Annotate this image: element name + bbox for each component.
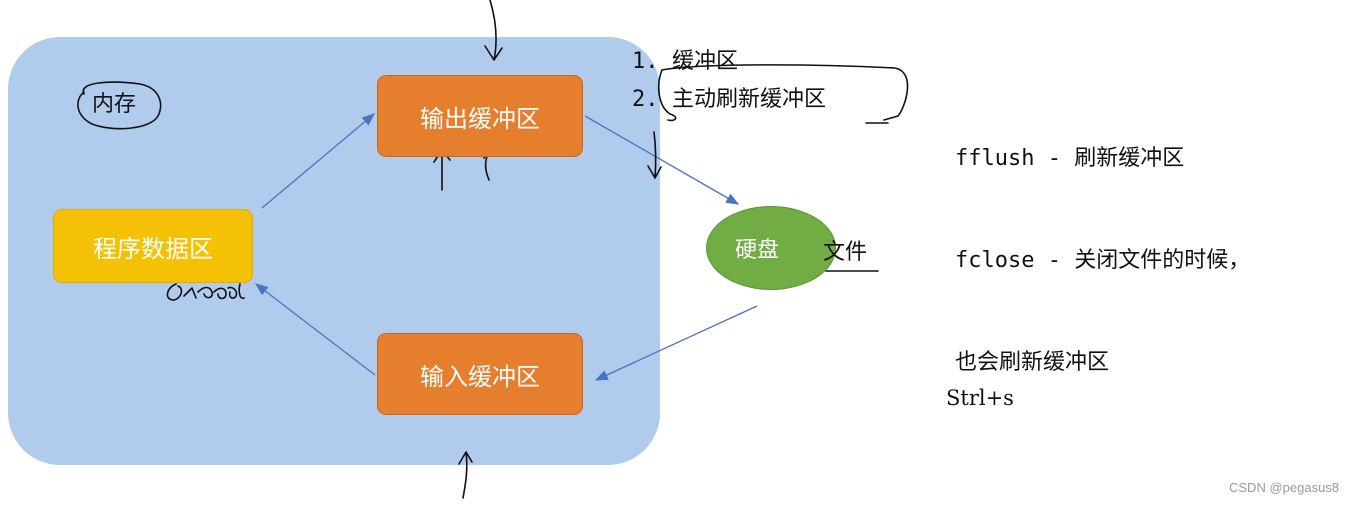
arrow-program-to-output xyxy=(261,113,375,209)
refresh-list: 1. 缓冲区 2. 主动刷新缓冲区 xyxy=(632,43,826,119)
list-item: 2. 主动刷新缓冲区 xyxy=(632,81,826,119)
arrow-disk-to-input xyxy=(594,305,758,381)
list-item-text: 缓冲区 xyxy=(672,49,739,74)
note-line: fclose - 关闭文件的时候， xyxy=(955,244,1250,278)
input-buffer-label: 输入缓冲区 xyxy=(420,362,540,391)
program-data-label: 程序数据区 xyxy=(93,234,213,263)
list-oval-annotation xyxy=(657,64,909,122)
disk-ellipse: 硬盘 xyxy=(706,206,836,290)
note-sep: - xyxy=(1034,248,1075,273)
notes: fflush - 刷新缓冲区 fclose - 关闭文件的时候， 也会刷新缓冲区 xyxy=(955,74,1250,414)
bottom-up-arrow-annotation xyxy=(458,451,473,499)
watermark: CSDN @pegasus8 xyxy=(1229,480,1340,495)
note-sep: - xyxy=(1034,146,1075,171)
arrow-output-to-disk xyxy=(584,115,740,205)
note-text: 关闭文件的时候， xyxy=(1074,248,1251,273)
input-buffer-box: 输入缓冲区 xyxy=(377,333,583,415)
list-item-number: 1. xyxy=(632,49,659,74)
note-text: 也会刷新缓冲区 xyxy=(955,350,1110,375)
note-text: 刷新缓冲区 xyxy=(1074,146,1185,171)
note-line: 也会刷新缓冲区 xyxy=(955,346,1250,380)
note-code: fclose xyxy=(955,248,1035,273)
output-buffer-box: 输出缓冲区 xyxy=(377,75,583,157)
top-down-arrow-annotation xyxy=(484,0,503,61)
note-code: fflush xyxy=(955,146,1035,171)
list-item: 1. 缓冲区 xyxy=(632,43,826,81)
memory-label: 内存 xyxy=(92,92,137,117)
list-item-text: 主动刷新缓冲区 xyxy=(672,87,827,112)
note-line: fflush - 刷新缓冲区 xyxy=(955,142,1250,176)
program-data-box: 程序数据区 xyxy=(53,209,253,283)
scribble-annotation xyxy=(166,283,245,301)
output-buffer-label: 输出缓冲区 xyxy=(420,104,540,133)
list-item-number: 2. xyxy=(632,87,659,112)
shortcut-text: Strl+s xyxy=(946,386,1014,410)
file-label: 文件 xyxy=(823,240,868,265)
down-arrow-annotation xyxy=(647,131,662,179)
disk-label: 硬盘 xyxy=(734,238,779,263)
arrow-input-to-program xyxy=(254,283,376,376)
memory-circle-annotation xyxy=(77,81,162,130)
